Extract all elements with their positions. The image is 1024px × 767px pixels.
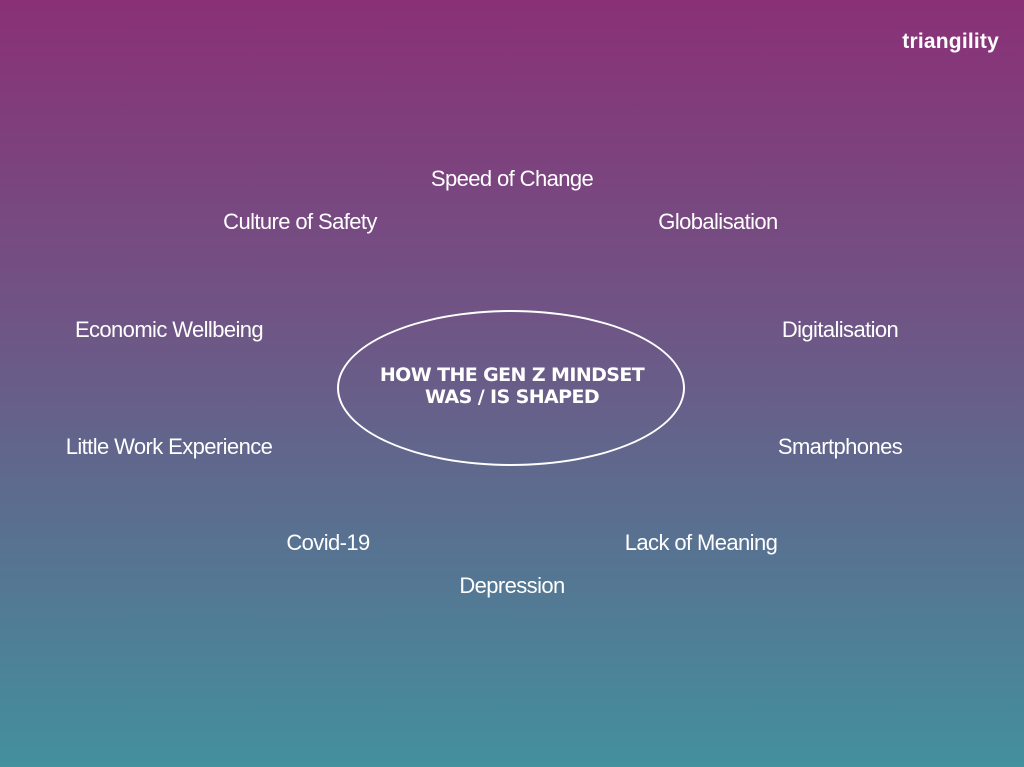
factor-economic-wellbeing: Economic Wellbeing (74, 317, 264, 342)
center-title: HOW THE GEN Z MINDSET WAS / IS SHAPED (337, 364, 687, 408)
factor-smartphones: Smartphones (777, 434, 903, 459)
center-title-line-2: WAS / IS SHAPED (425, 386, 600, 408)
factor-globalisation: Globalisation (658, 209, 778, 234)
factor-little-work-experience: Little Work Experience (65, 434, 273, 459)
center-title-line-1: HOW THE GEN Z MINDSET (379, 364, 645, 386)
factor-speed-of-change: Speed of Change (430, 166, 594, 191)
center-ellipse (337, 310, 685, 466)
factor-depression: Depression (459, 573, 565, 598)
factor-culture-of-safety: Culture of Safety (223, 209, 377, 234)
factor-digitalisation: Digitalisation (781, 317, 899, 342)
factor-covid-19: Covid-19 (286, 530, 370, 555)
brand-logo: triangility (902, 30, 999, 53)
factor-lack-of-meaning: Lack of Meaning (624, 530, 778, 555)
